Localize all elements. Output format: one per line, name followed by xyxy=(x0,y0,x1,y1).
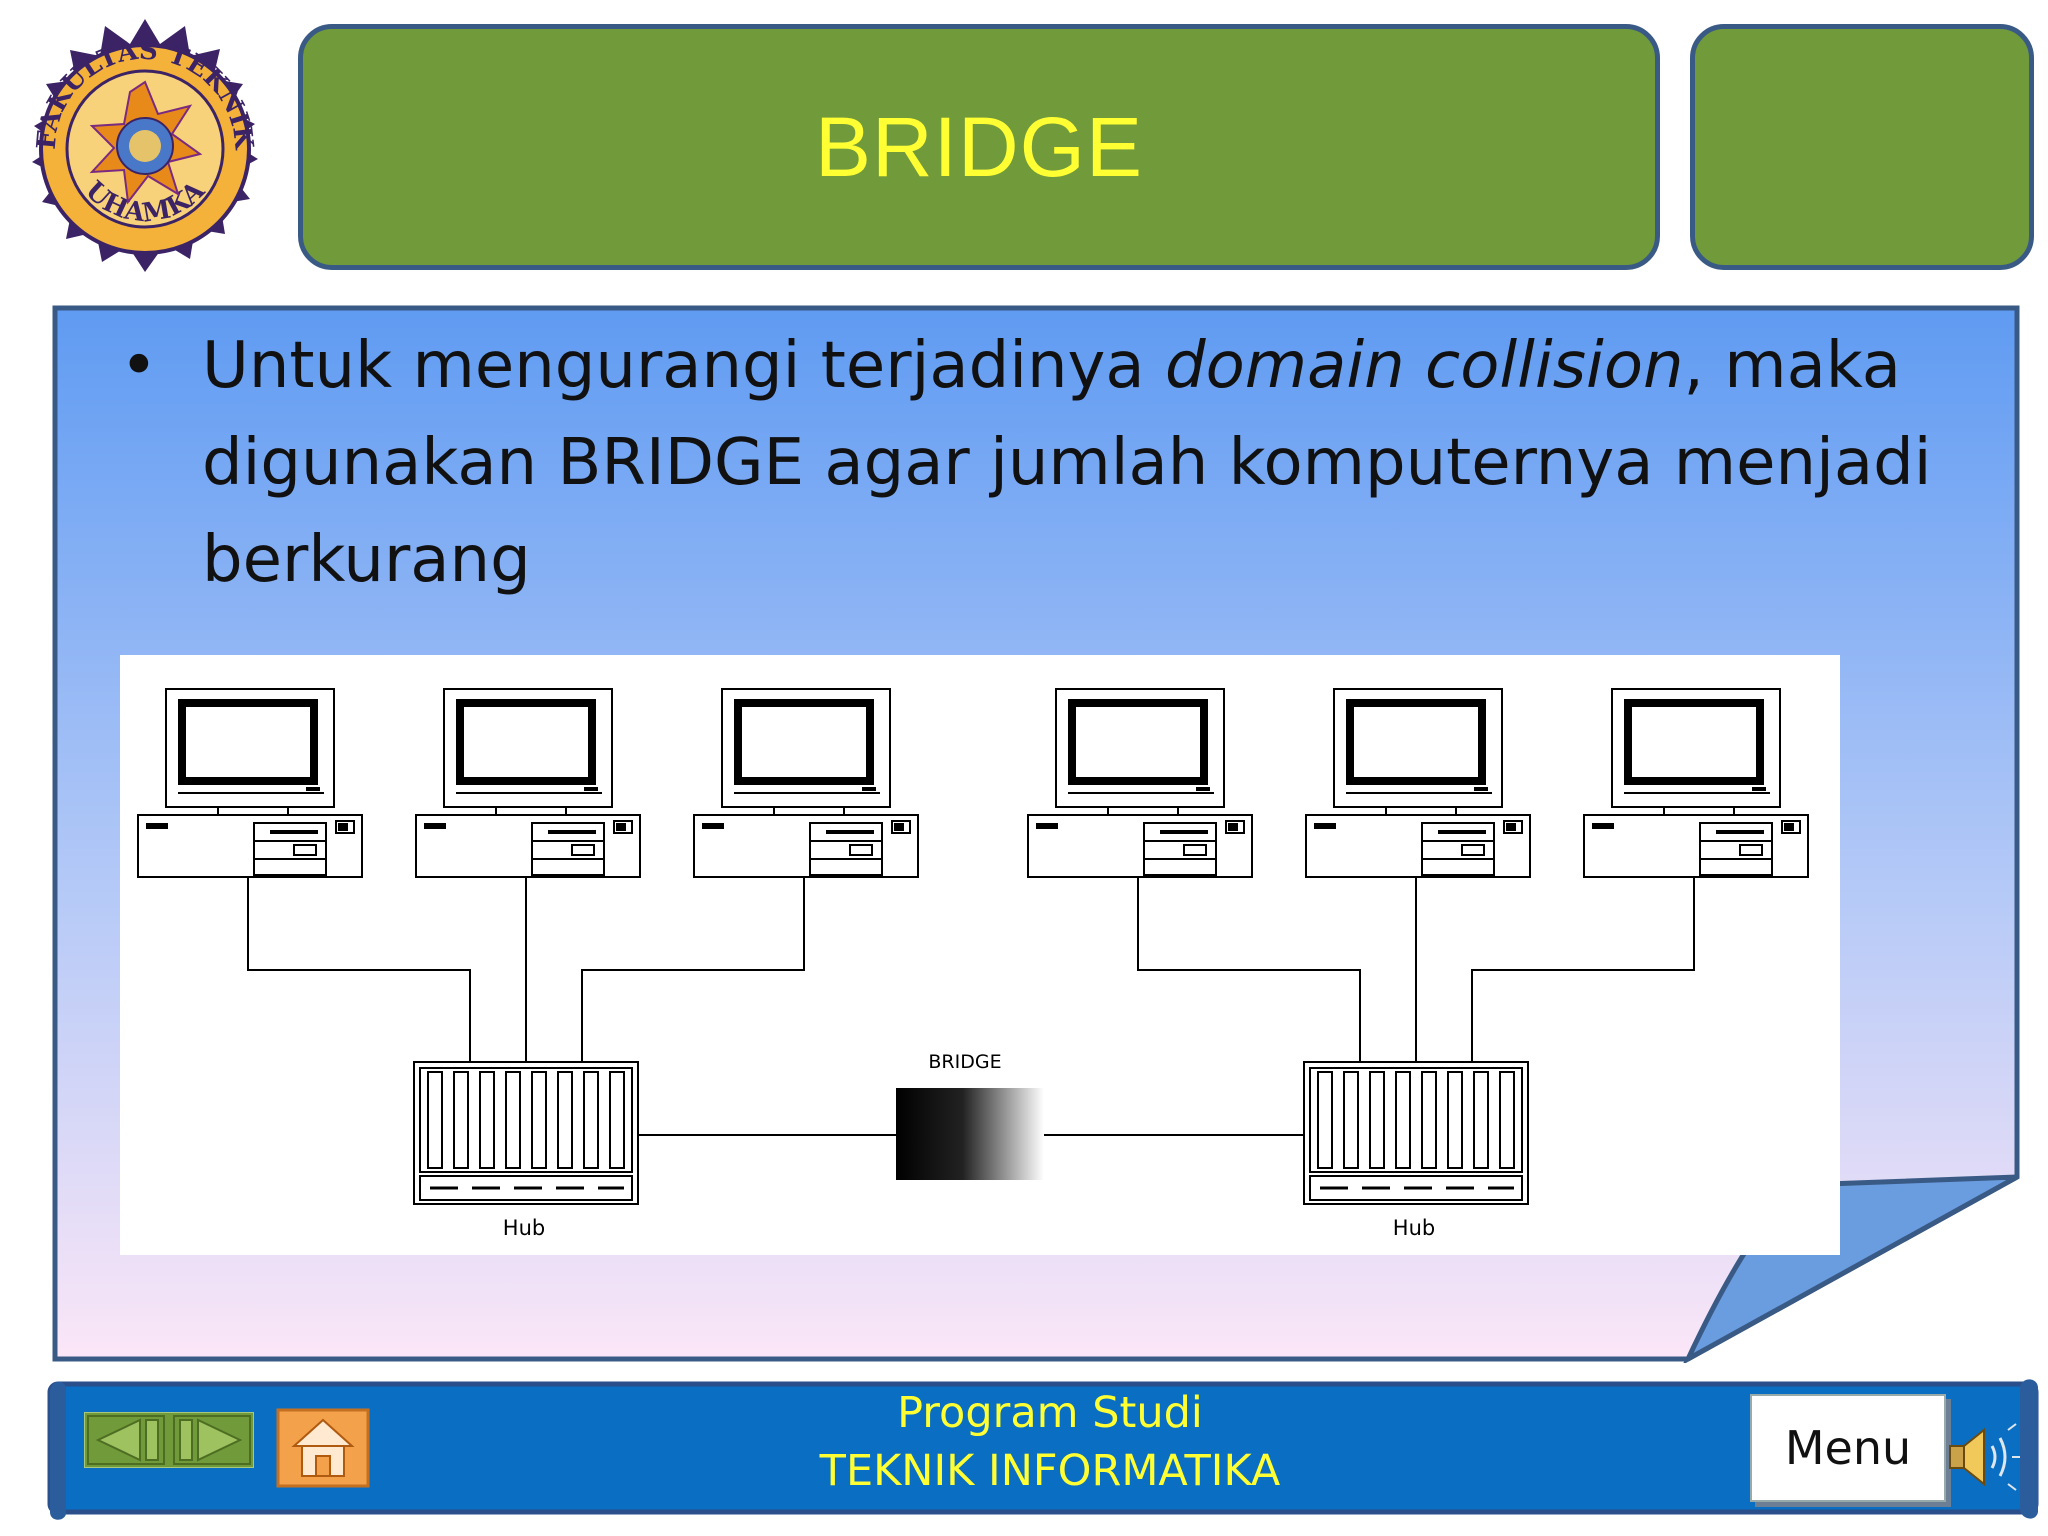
page-title: BRIDGE xyxy=(814,99,1144,194)
hub-left xyxy=(412,1060,640,1206)
bullet-marker: • xyxy=(120,329,158,403)
prev-slide-button[interactable] xyxy=(87,1415,165,1465)
faculty-logo: FAKULTAS TEKNIK UHAMKA xyxy=(32,19,259,272)
corner-panel xyxy=(1690,24,2034,270)
home-icon xyxy=(291,1418,355,1477)
computer-5 xyxy=(1306,689,1530,877)
bullet-text: Untuk mengurangi terjadinya domain colli… xyxy=(202,318,1980,609)
bullet-point: • Untuk mengurangi terjadinya domain col… xyxy=(120,318,1980,609)
arrow-right-icon xyxy=(197,1418,243,1462)
title-banner: BRIDGE xyxy=(298,24,1660,270)
computer-2 xyxy=(416,689,640,877)
footer-line-1: Program Studi xyxy=(897,1388,1203,1438)
computer-6 xyxy=(1584,689,1808,877)
logo-center-emblem xyxy=(89,80,203,205)
network-cables xyxy=(247,877,1695,1136)
navigation-arrows xyxy=(84,1412,254,1468)
bullet-text-start: Untuk mengurangi terjadinya xyxy=(202,329,1165,403)
bullet-text-emphasis: domain collision xyxy=(1164,329,1684,403)
hub-right xyxy=(1302,1060,1530,1206)
footer-program-title: Program Studi TEKNIK INFORMATIKA xyxy=(700,1384,1400,1500)
arrow-left-icon xyxy=(95,1418,141,1462)
footer-bar xyxy=(47,1379,2039,1520)
menu-button[interactable]: Menu xyxy=(1750,1394,1946,1502)
bullet-text-end: , maka digunakan BRIDGE agar jumlah komp… xyxy=(202,329,1932,597)
network-diagram: BRIDGE Hub Hub xyxy=(120,655,1840,1255)
computer-3 xyxy=(694,689,918,877)
hub-right-label: Hub xyxy=(1393,1216,1435,1240)
computer-4 xyxy=(1028,689,1252,877)
bridge-device xyxy=(896,1088,1044,1180)
next-slide-button[interactable] xyxy=(173,1415,251,1465)
footer-line-2: TEKNIK INFORMATIKA xyxy=(819,1446,1281,1496)
hub-left-label: Hub xyxy=(503,1216,545,1240)
speaker-icon[interactable] xyxy=(1944,1422,2022,1492)
bridge-label: BRIDGE xyxy=(928,1051,1001,1073)
home-button[interactable] xyxy=(276,1408,370,1488)
computer-1 xyxy=(138,689,362,877)
